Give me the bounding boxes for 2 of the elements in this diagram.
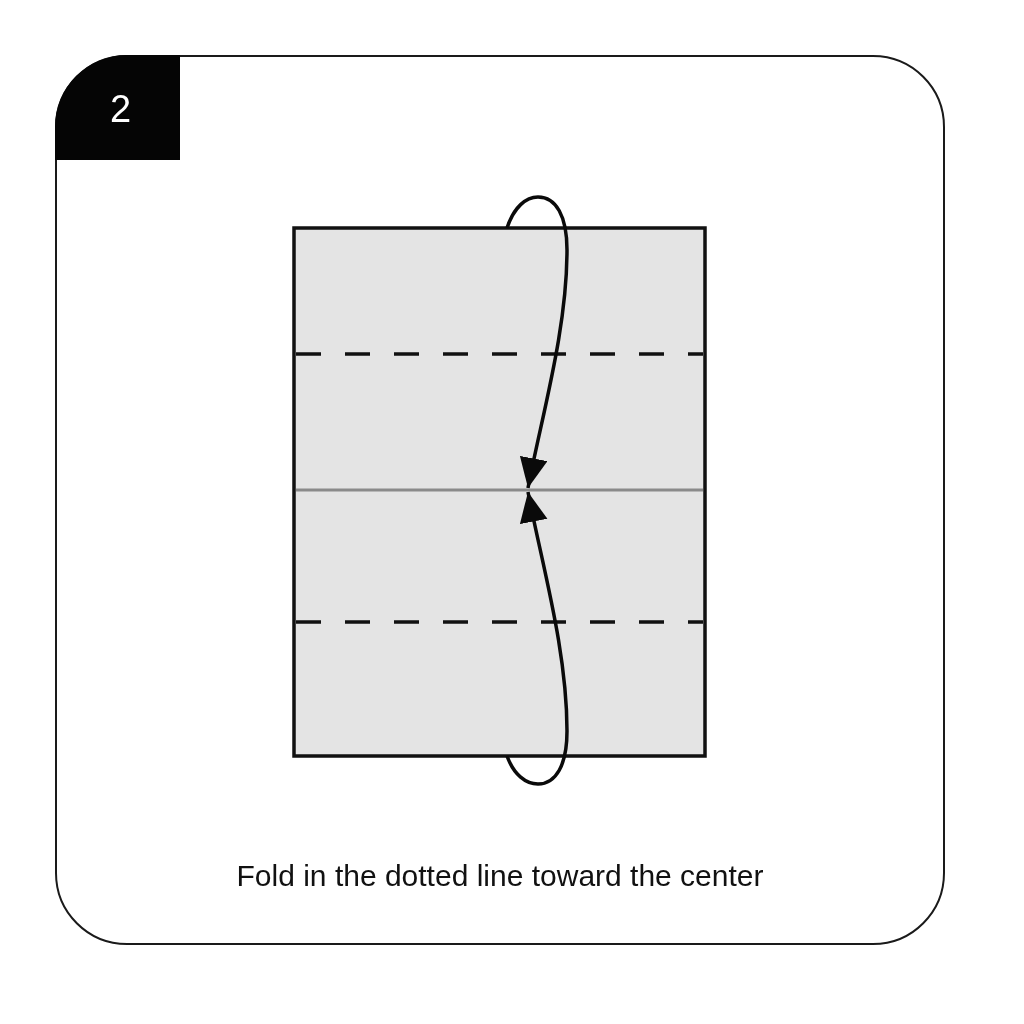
instruction-caption: Fold in the dotted line toward the center xyxy=(235,858,765,894)
step-number-tab: 2 xyxy=(55,55,180,160)
